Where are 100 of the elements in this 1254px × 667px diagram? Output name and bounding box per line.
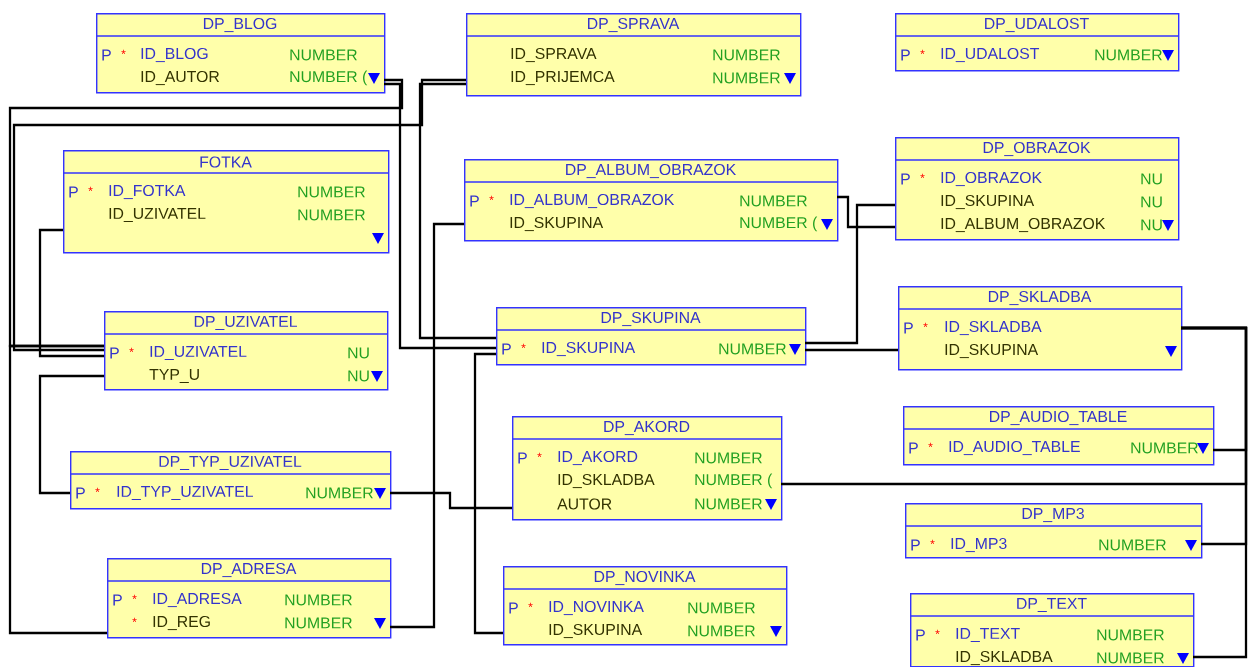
connector-line bbox=[390, 222, 464, 629]
column-name: ID_AKORD bbox=[558, 450, 638, 466]
column-name: ID_ALBUM_OBRAZOK bbox=[510, 193, 675, 209]
table-title: DP_AUDIO_TABLE bbox=[990, 410, 1127, 426]
table-box bbox=[894, 13, 1180, 72]
key-marker: P bbox=[901, 173, 910, 185]
required-marker: * bbox=[121, 49, 126, 55]
table-box bbox=[62, 150, 390, 254]
column-name: ID_ALBUM_OBRAZOK bbox=[941, 217, 1106, 233]
required-marker: * bbox=[920, 49, 925, 55]
required-marker: * bbox=[920, 173, 925, 179]
connector-line bbox=[1181, 326, 1248, 659]
connector-line bbox=[8, 78, 404, 348]
connector-line bbox=[390, 491, 512, 510]
column-type: NUMBER bbox=[298, 209, 365, 221]
table-box bbox=[894, 137, 1180, 241]
column-name: ID_SKUPINA bbox=[945, 343, 1039, 359]
table-box bbox=[106, 558, 392, 639]
key-marker: P bbox=[911, 539, 920, 551]
column-name: ID_UZIVATEL bbox=[150, 346, 247, 360]
table-title: DP_SKLADBA bbox=[988, 290, 1092, 306]
column-type: NU bbox=[1141, 219, 1162, 231]
column-type: NUMBER bbox=[290, 49, 357, 61]
connector-line bbox=[418, 82, 496, 340]
connector-line bbox=[805, 348, 898, 352]
table-title: DP_ALBUM_OBRAZOK bbox=[566, 163, 736, 179]
column-type: NU bbox=[1141, 173, 1162, 185]
column-name: ID_UZIVATEL bbox=[109, 208, 206, 222]
required-marker: * bbox=[95, 487, 100, 493]
column-name: ID_SKUPINA bbox=[941, 194, 1035, 210]
table-title: DP_MP3 bbox=[1022, 507, 1084, 523]
table-title: DP_SKUPINA bbox=[601, 311, 701, 327]
column-name: ID_AUDIO_TABLE bbox=[949, 440, 1080, 456]
column-name: ID_SKUPINA bbox=[510, 216, 604, 232]
required-marker: * bbox=[923, 322, 928, 328]
column-type: NUMBER bbox=[688, 625, 755, 637]
connector-line bbox=[38, 228, 104, 358]
table-box bbox=[95, 13, 386, 94]
column-name: ID_UDALOST bbox=[941, 47, 1040, 63]
column-type: NUMBER bbox=[1097, 652, 1164, 664]
table-title: DP_SPRAVA bbox=[588, 17, 680, 33]
connector-line bbox=[38, 374, 104, 495]
key-marker: P bbox=[470, 195, 479, 207]
required-marker: * bbox=[88, 186, 93, 192]
column-name: ID_FOTKA bbox=[109, 184, 186, 200]
key-marker: P bbox=[502, 343, 511, 355]
table-title: DP_UZIVATEL bbox=[194, 316, 297, 330]
required-marker: * bbox=[537, 452, 542, 458]
connector-line bbox=[384, 82, 496, 350]
column-type: NU bbox=[1141, 196, 1162, 208]
table-box bbox=[465, 13, 802, 97]
column-type: NUMBER bbox=[740, 195, 807, 207]
key-marker: P bbox=[901, 49, 910, 61]
column-name: ID_SKLADBA bbox=[956, 650, 1053, 666]
key-marker: P bbox=[69, 186, 78, 198]
column-type: NUMBER ( bbox=[695, 473, 773, 489]
table-title: DP_NOVINKA bbox=[594, 570, 696, 586]
required-marker: * bbox=[132, 594, 137, 600]
required-marker: * bbox=[928, 442, 933, 448]
table-box bbox=[897, 286, 1183, 371]
column-name: ID_ADRESA bbox=[153, 592, 242, 608]
column-type: NUMBER bbox=[285, 594, 352, 606]
column-name: ID_SKUPINA bbox=[549, 623, 643, 639]
table-box bbox=[69, 451, 392, 510]
required-marker: * bbox=[935, 629, 940, 635]
table-title: DP_ADRESA bbox=[201, 562, 297, 578]
column-name: ID_SKLADBA bbox=[945, 320, 1042, 336]
key-marker: P bbox=[102, 49, 111, 61]
column-name: ID_REG bbox=[153, 615, 210, 631]
table-box bbox=[902, 406, 1215, 466]
column-name: ID_SKLADBA bbox=[558, 473, 655, 489]
column-type: NUMBER bbox=[1099, 539, 1166, 551]
column-type: NUMBER ( bbox=[740, 216, 818, 232]
column-type: NUMBER bbox=[695, 452, 762, 464]
required-marker: * bbox=[528, 602, 533, 608]
column-type: NUMBER bbox=[713, 49, 780, 61]
column-type: NUMBER bbox=[695, 498, 762, 510]
key-marker: P bbox=[518, 452, 527, 464]
table-title: DP_AKORD bbox=[604, 420, 690, 436]
column-name: ID_BLOG bbox=[141, 47, 208, 63]
column-name: ID_SKUPINA bbox=[542, 341, 636, 357]
column-type: NUMBER bbox=[713, 72, 780, 84]
column-type: NUMBER bbox=[1131, 442, 1198, 454]
connector-line bbox=[12, 78, 466, 352]
table-title: FOTKA bbox=[200, 156, 252, 168]
table-box bbox=[495, 307, 807, 366]
connector-line bbox=[473, 352, 503, 635]
column-name: ID_MP3 bbox=[951, 537, 1007, 553]
table-box bbox=[103, 311, 389, 391]
key-marker: P bbox=[904, 322, 913, 334]
column-type: NUMBER bbox=[1097, 629, 1164, 641]
column-type: NUMBER bbox=[285, 617, 352, 629]
key-marker: P bbox=[76, 487, 85, 499]
column-name: ID_AUTOR bbox=[141, 70, 220, 86]
table-title: DP_BLOG bbox=[203, 17, 277, 33]
column-name: ID_PRIJEMCA bbox=[511, 70, 615, 86]
column-type: NUMBER bbox=[298, 186, 365, 198]
column-type: NUMBER ( bbox=[290, 70, 368, 86]
table-title: DP_UDALOST bbox=[985, 17, 1089, 33]
connector-line bbox=[837, 195, 895, 229]
